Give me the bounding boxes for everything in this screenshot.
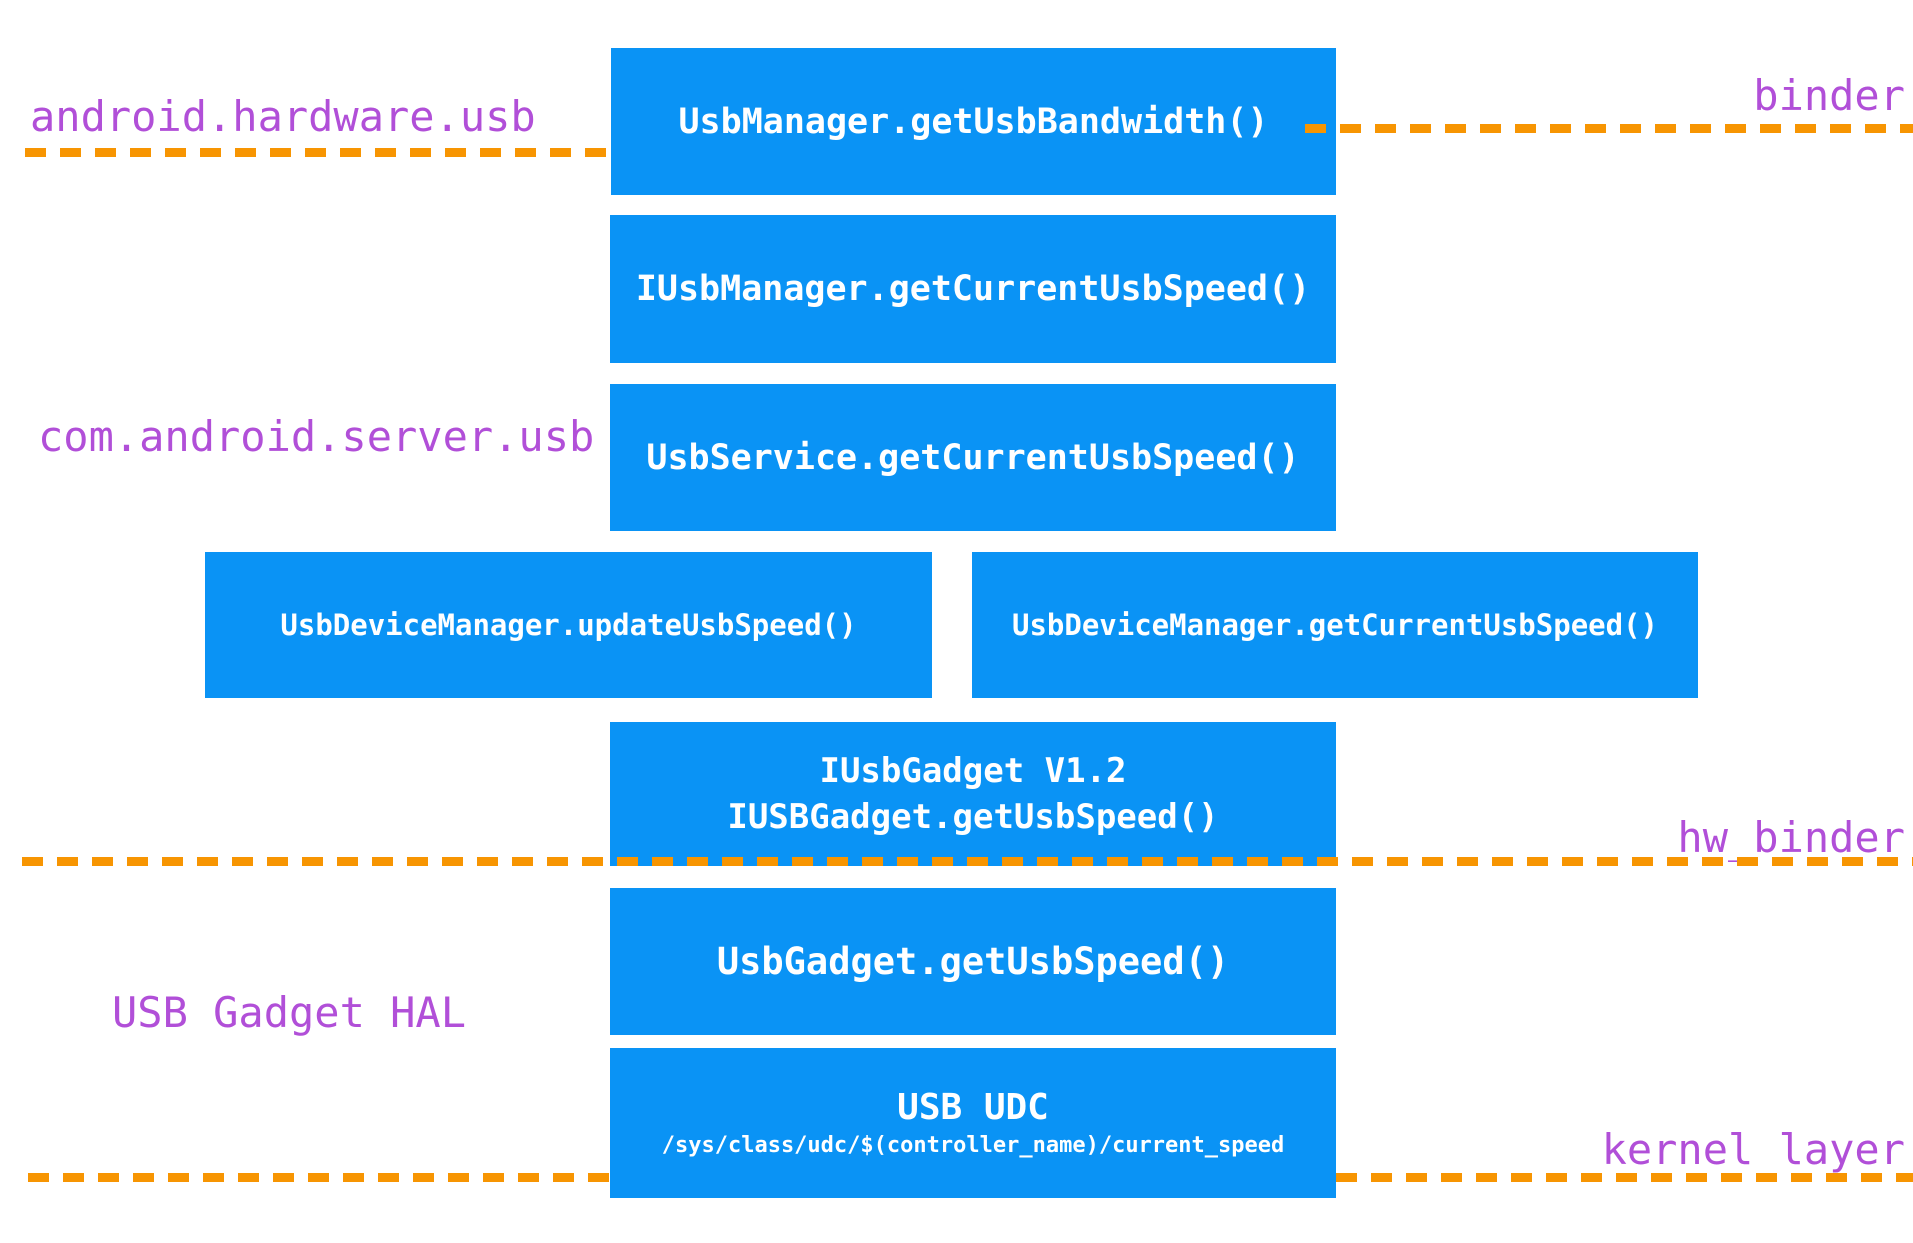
node-label: UsbDeviceManager.getCurrentUsbSpeed(): [1011, 608, 1658, 642]
node-label-sysfs-path: /sys/class/udc/$(controller_name)/curren…: [661, 1133, 1285, 1158]
kernel-layer-divider-left: [28, 1173, 610, 1182]
layer-label-com-android-server-usb: com.android.server.usb: [38, 412, 595, 461]
node-label: UsbManager.getUsbBandwidth(): [678, 101, 1269, 142]
kernel-layer-divider-right: [1336, 1173, 1913, 1182]
node-label-title: USB UDC: [897, 1087, 1049, 1128]
node-label: UsbService.getCurrentUsbSpeed(): [646, 437, 1300, 478]
node-label: IUsbManager.getCurrentUsbSpeed(): [635, 269, 1311, 309]
node-usb-gadget-get-usb-speed: UsbGadget.getUsbSpeed(): [610, 888, 1336, 1035]
node-label-line1: IUsbGadget V1.2: [819, 751, 1127, 791]
layer-label-usb-gadget-hal: USB Gadget HAL: [112, 988, 467, 1037]
layer-label-android-hardware-usb: android.hardware.usb: [30, 92, 536, 141]
node-label: UsbDeviceManager.updateUsbSpeed(): [280, 608, 857, 642]
hw-binder-layer-divider: [22, 857, 1913, 866]
node-iusb-manager-get-current-usb-speed: IUsbManager.getCurrentUsbSpeed(): [610, 215, 1336, 363]
layer-label-kernel-layer: kernel layer: [1601, 1125, 1905, 1174]
node-usb-service-get-current-usb-speed: UsbService.getCurrentUsbSpeed(): [610, 384, 1336, 531]
node-usb-device-manager-get-current-usb-speed: UsbDeviceManager.getCurrentUsbSpeed(): [972, 552, 1698, 698]
binder-layer-divider-left: [25, 148, 611, 157]
layer-label-hw-binder: hw_binder: [1677, 813, 1905, 862]
node-usb-manager-get-usb-bandwidth: UsbManager.getUsbBandwidth(): [611, 48, 1336, 195]
node-label: UsbGadget.getUsbSpeed(): [716, 940, 1230, 983]
binder-layer-divider-right: [1305, 124, 1913, 133]
node-iusb-gadget-v12: IUsbGadget V1.2 IUSBGadget.getUsbSpeed(): [610, 722, 1336, 866]
layer-label-binder: binder: [1753, 71, 1905, 120]
node-label-line2: IUSBGadget.getUsbSpeed(): [727, 797, 1219, 837]
node-usb-udc: USB UDC /sys/class/udc/$(controller_name…: [610, 1048, 1336, 1198]
node-usb-device-manager-update-usb-speed: UsbDeviceManager.updateUsbSpeed(): [205, 552, 932, 698]
